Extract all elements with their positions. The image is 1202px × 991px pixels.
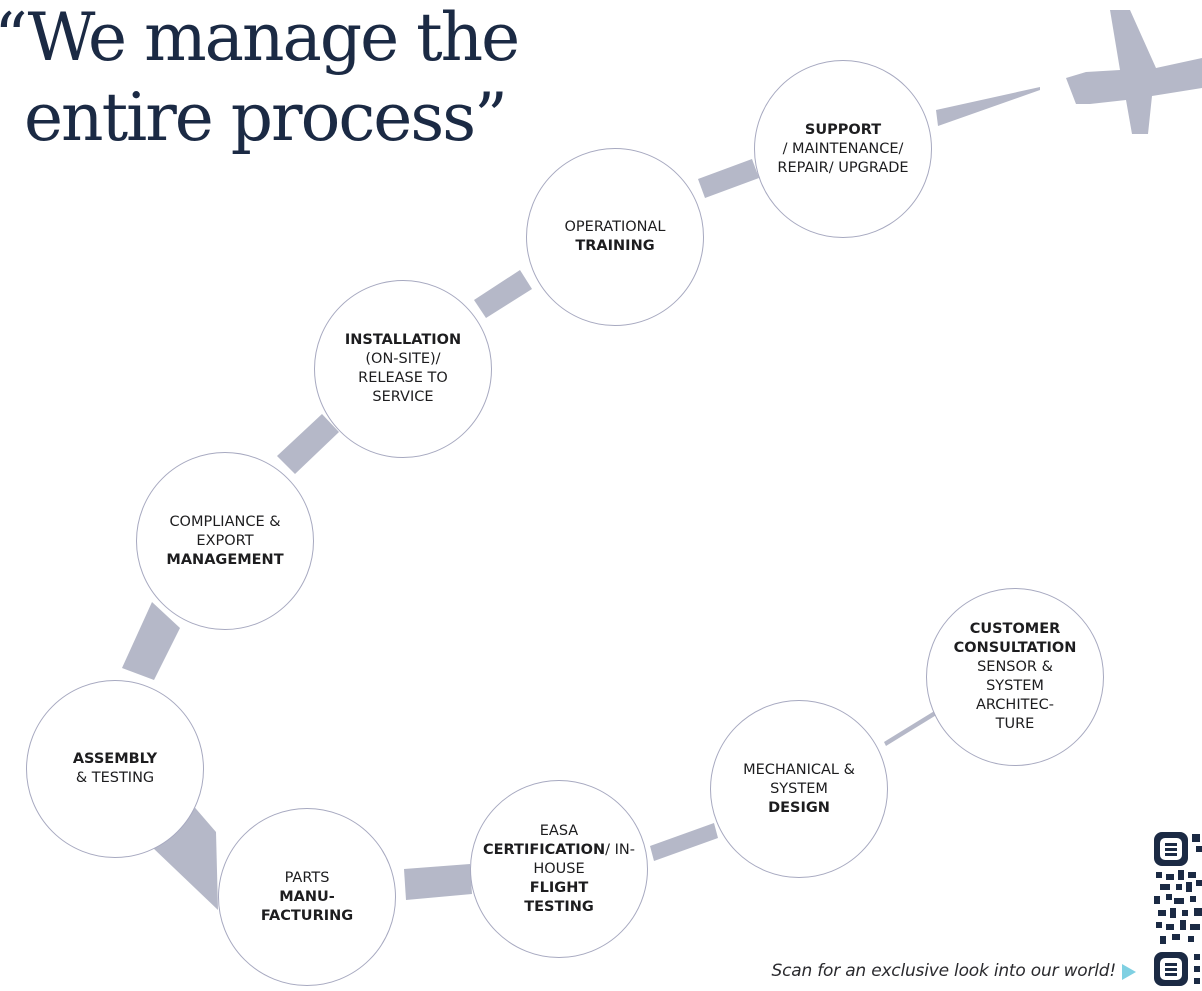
headline-line-2: entire process” <box>24 79 508 156</box>
connector-assembly-compliance <box>122 602 180 680</box>
step-label: COMPLIANCE & EXPORT <box>169 513 281 549</box>
step-label-bold: TRAINING <box>575 238 655 254</box>
step-label-bold: DESIGN <box>768 799 830 816</box>
step-label: MECHANICAL & SYSTEM <box>743 761 855 797</box>
connector-training-support <box>698 159 759 198</box>
scan-caption: Scan for an exclusive look into our worl… <box>771 961 1116 981</box>
step-label-bold: SUPPORT <box>804 121 882 138</box>
step-label: (ON-SITE)/ RELEASE TO SERVICE <box>358 351 448 405</box>
qr-code-icon <box>1154 832 1202 986</box>
connector-support-plane <box>936 87 1040 126</box>
step-operational-training: OPERATIONAL TRAINING <box>526 148 704 326</box>
step-label-bold: MANU- FACTURING <box>260 888 354 924</box>
connector-consultation-design <box>884 710 938 746</box>
connector-installation-training <box>474 270 532 318</box>
step-label: / MAINTENANCE/ REPAIR/ UPGRADE <box>777 140 909 176</box>
play-triangle-icon <box>1122 964 1136 980</box>
step-label-bold: FLIGHT TESTING <box>524 879 594 915</box>
step-support: SUPPORT / MAINTENANCE/ REPAIR/ UPGRADE <box>754 60 932 238</box>
connector-certification-manufacturing <box>404 864 472 900</box>
step-label: & TESTING <box>75 770 155 786</box>
headline-line-1: “We manage the <box>0 0 520 76</box>
step-compliance-export: COMPLIANCE & EXPORT MANAGEMENT <box>136 452 314 630</box>
step-label-bold: ASSEMBLY <box>72 751 158 767</box>
step-label: PARTS <box>284 869 330 886</box>
airplane-icon <box>1066 10 1202 134</box>
connector-design-certification <box>650 823 718 861</box>
step-customer-consultation: CUSTOMER CONSULTATION SENSOR & SYSTEM AR… <box>926 588 1104 766</box>
step-label-bold: CUSTOMER CONSULTATION <box>953 621 1077 656</box>
step-label-bold: INSTALLATION <box>344 332 462 348</box>
step-label: OPERATIONAL <box>564 219 666 235</box>
step-easa-certification: EASA CERTIFICATION/ IN-HOUSE FLIGHT TEST… <box>470 780 648 958</box>
step-label-separator: / IN-HOUSE <box>533 841 635 877</box>
step-assembly-testing: ASSEMBLY & TESTING <box>26 680 204 858</box>
step-label: SENSOR & SYSTEM ARCHITEC- TURE <box>976 659 1054 732</box>
connector-compliance-installation <box>277 414 339 474</box>
step-mechanical-design: MECHANICAL & SYSTEM DESIGN <box>710 700 888 878</box>
step-parts-manufacturing: PARTS MANU- FACTURING <box>218 808 396 986</box>
step-label-bold: MANAGEMENT <box>166 551 284 568</box>
step-label-bold: CERTIFICATION <box>483 841 606 858</box>
step-installation: INSTALLATION (ON-SITE)/ RELEASE TO SERVI… <box>314 280 492 458</box>
step-label: EASA <box>539 822 579 839</box>
